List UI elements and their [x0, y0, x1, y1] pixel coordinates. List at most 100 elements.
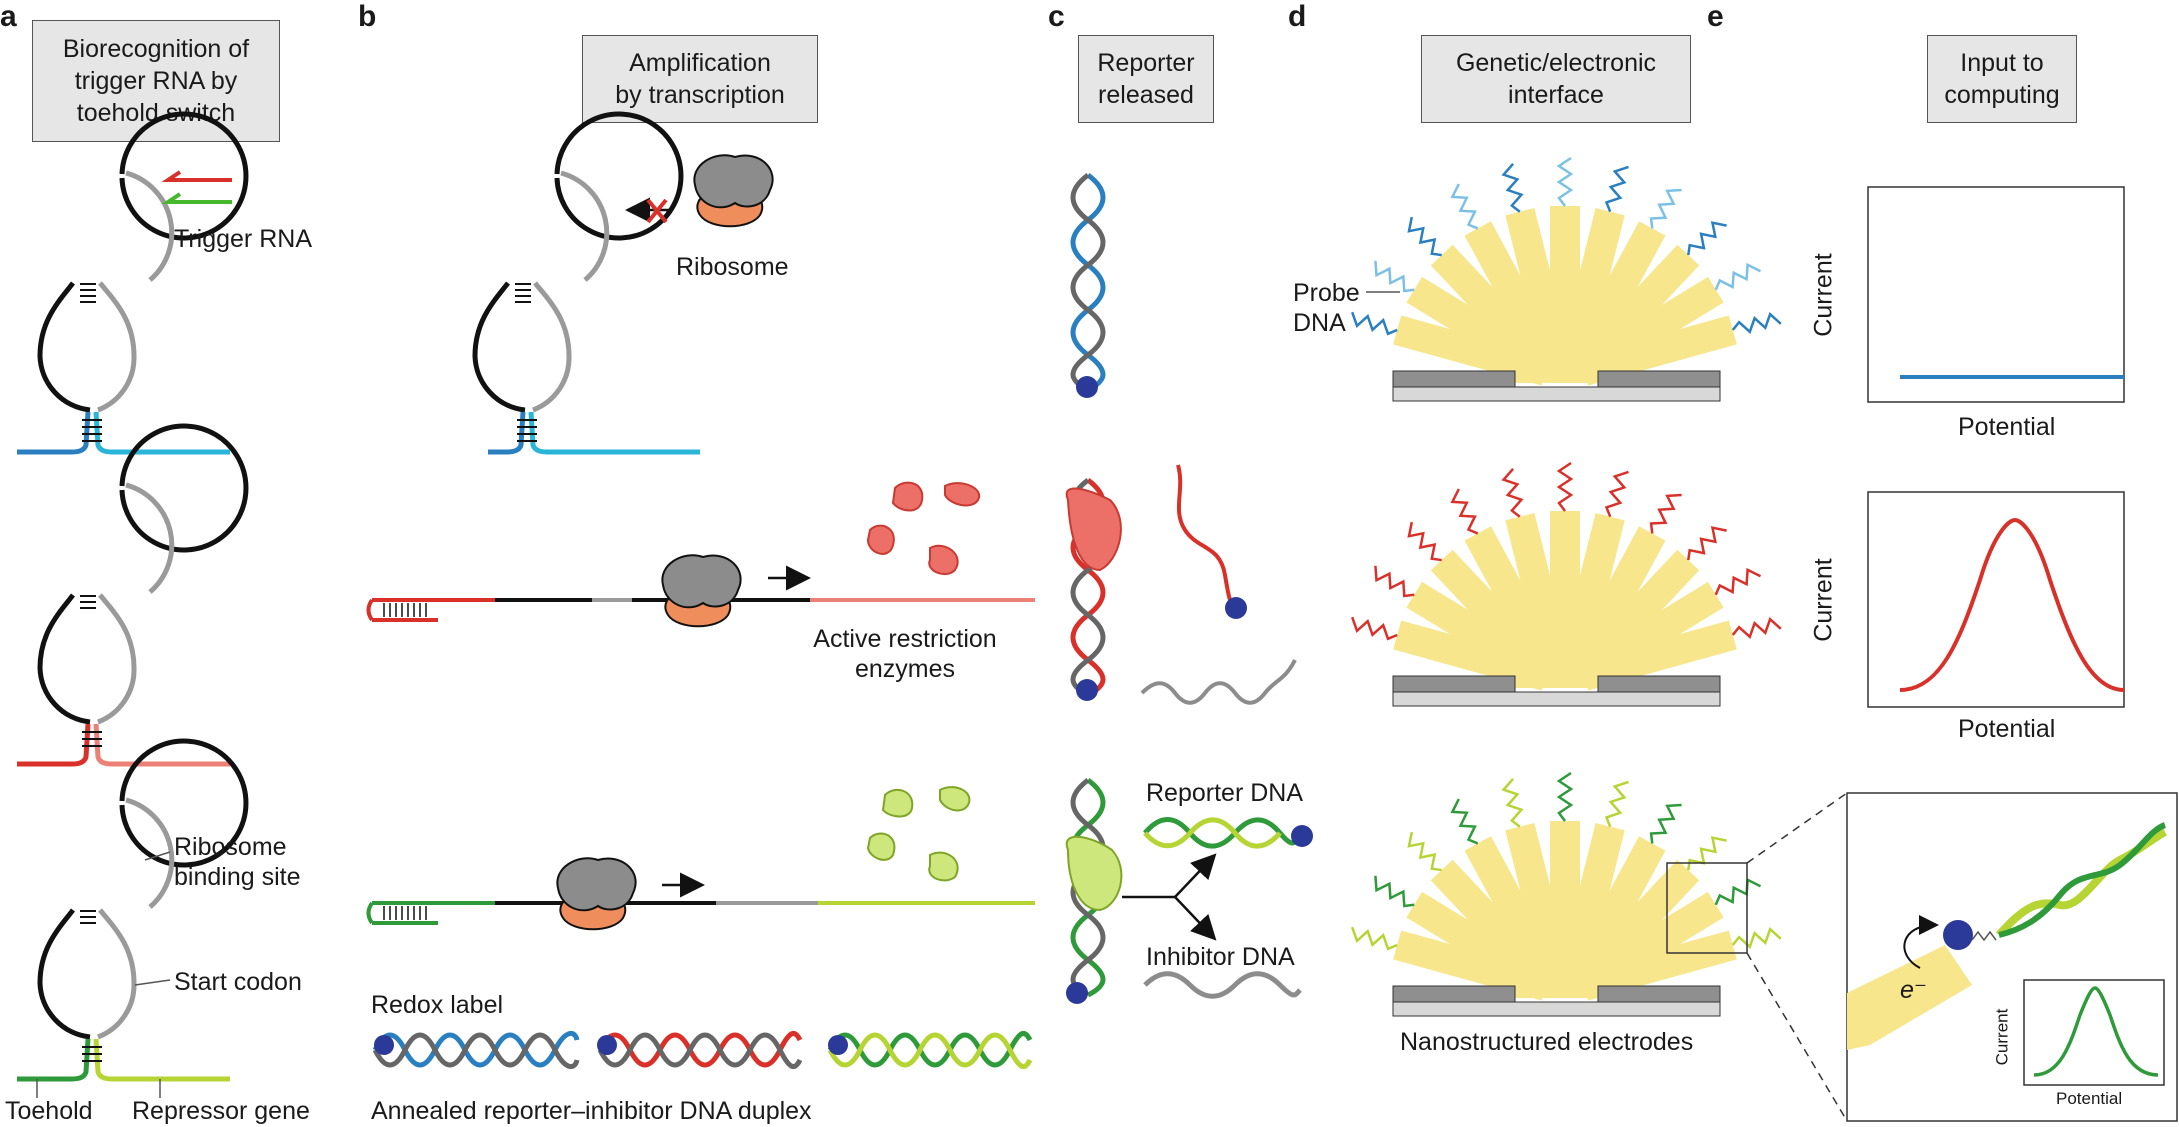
- probe-strand: [1687, 221, 1727, 256]
- probe-strand: [1351, 616, 1398, 641]
- toehold-switch-3: [17, 738, 249, 1082]
- transcript-green: [366, 901, 1035, 925]
- electrode-3: [1351, 771, 1782, 1017]
- ribosome-icon: [693, 154, 774, 228]
- probe-strand: [1374, 260, 1415, 293]
- probe-strand: [1604, 165, 1629, 213]
- reporter-dna-label: Reporter DNA: [1146, 779, 1303, 807]
- probe-strand: [1450, 488, 1479, 535]
- electrode-left-pad: [1392, 985, 1516, 1003]
- probe-strand: [1351, 926, 1398, 951]
- xlabel-inset: Potential: [2056, 1089, 2123, 1108]
- probe-strand: [1649, 188, 1682, 229]
- restriction-enzymes-red: [866, 481, 981, 576]
- probe-strand: [1731, 312, 1782, 334]
- probe-strand: [1714, 567, 1762, 596]
- trigger-rna-arrows: [161, 170, 232, 204]
- electrode-substrate: [1392, 386, 1721, 402]
- start-codon-label: Start codon: [174, 968, 302, 996]
- probe-strand: [1731, 927, 1782, 949]
- ribosome-label: Ribosome: [676, 253, 789, 281]
- toehold-switch-1: [17, 111, 249, 455]
- header-input-to-computing: Input to computing: [1927, 35, 2077, 123]
- electrode-right-pad: [1597, 370, 1721, 388]
- electrode-hub: [1505, 976, 1625, 998]
- zoom-box: [1666, 862, 1748, 954]
- restriction-enzymes-green: [866, 786, 971, 882]
- toehold-switch-2: [17, 423, 249, 767]
- inhibitor-dna-label: Inhibitor DNA: [1146, 943, 1295, 971]
- probe-strand: [1687, 526, 1727, 561]
- probe-strand: [1731, 617, 1782, 639]
- probe-strand: [1501, 467, 1524, 518]
- released-reporter-red: [1140, 464, 1297, 705]
- electrode-substrate: [1392, 1001, 1721, 1017]
- probe-strand: [1374, 875, 1415, 908]
- probe-strand: [1714, 877, 1762, 906]
- ylabel-flat: Current: [1809, 253, 1838, 337]
- ylabel-peak: Current: [1809, 558, 1838, 642]
- electrode-substrate: [1392, 691, 1721, 707]
- electrode-hub: [1505, 361, 1625, 383]
- probe-strand: [1374, 565, 1415, 598]
- blocked-arrow: [625, 197, 672, 224]
- ylabel-inset: Current: [1992, 1008, 2012, 1066]
- electrode-hub: [1505, 666, 1625, 688]
- duplex-vertical-green: [1065, 778, 1123, 1004]
- rbs-label: Ribosome binding site: [174, 833, 301, 891]
- toehold-label: Toehold: [5, 1097, 93, 1125]
- probe-dna-label: Probe DNA: [1293, 279, 1360, 337]
- duplex-label: Annealed reporter–inhibitor DNA duplex: [371, 1097, 812, 1125]
- electrodes-label: Nanostructured electrodes: [1400, 1028, 1694, 1056]
- electrode-1: [1351, 156, 1782, 402]
- probe-strand: [1450, 798, 1479, 845]
- probe-strand: [1687, 836, 1727, 871]
- probe-strand: [1407, 521, 1442, 562]
- probe-strand: [1604, 780, 1629, 828]
- electrode-2: [1351, 461, 1782, 707]
- electrode-right-pad: [1597, 985, 1721, 1003]
- panel-letter-d: d: [1288, 0, 1307, 33]
- panel-letter-c: c: [1048, 0, 1065, 33]
- xlabel-peak: Potential: [1958, 715, 2056, 743]
- probe-strand: [1604, 470, 1629, 518]
- panel-letter-b: b: [358, 0, 377, 33]
- inhibited-switch: [472, 111, 700, 455]
- header-reporter-released: Reporter released: [1078, 35, 1214, 123]
- plot-flat: [1867, 186, 2125, 403]
- leader-lines-a: [36, 851, 171, 1098]
- trigger-rna-label: Trigger RNA: [174, 225, 312, 253]
- probe-strand: [1556, 156, 1574, 207]
- probe-strand: [1649, 493, 1682, 534]
- probe-strand: [1450, 183, 1479, 230]
- ribosome-icon: [556, 857, 637, 931]
- electrode-left-pad: [1392, 370, 1516, 388]
- electron-label: e⁻: [1900, 976, 1928, 1004]
- panel-letter-e: e: [1707, 0, 1724, 33]
- repressor-gene-label: Repressor gene: [132, 1097, 310, 1125]
- split-arrow: [1122, 853, 1217, 941]
- electrode-left-pad: [1392, 675, 1516, 693]
- probe-strand: [1649, 803, 1682, 844]
- probe-strand: [1501, 777, 1524, 828]
- xlabel-flat: Potential: [1958, 413, 2056, 441]
- probe-strand: [1714, 262, 1762, 291]
- plot-peak-red: [1867, 491, 2125, 708]
- redox-label-dots: [374, 1035, 848, 1055]
- probe-strand: [1501, 162, 1524, 213]
- duplex-blue-red-green: [372, 1031, 1033, 1069]
- probe-strand: [1556, 461, 1574, 512]
- zoom-inset: [1746, 792, 2178, 1122]
- ribosome-icon: [661, 554, 742, 628]
- enzymes-label: Active restriction enzymes: [813, 625, 997, 683]
- header-amplification: Amplification by transcription: [582, 35, 818, 123]
- probe-strand: [1407, 831, 1442, 872]
- probe-strand: [1556, 771, 1574, 822]
- probe-strand: [1407, 216, 1442, 257]
- duplex-vertical-blue: [1070, 173, 1106, 398]
- electrode-right-pad: [1597, 675, 1721, 693]
- panel-letter-a: a: [0, 0, 17, 33]
- header-genetic-electronic: Genetic/electronic interface: [1421, 35, 1691, 123]
- redox-label: Redox label: [371, 991, 504, 1019]
